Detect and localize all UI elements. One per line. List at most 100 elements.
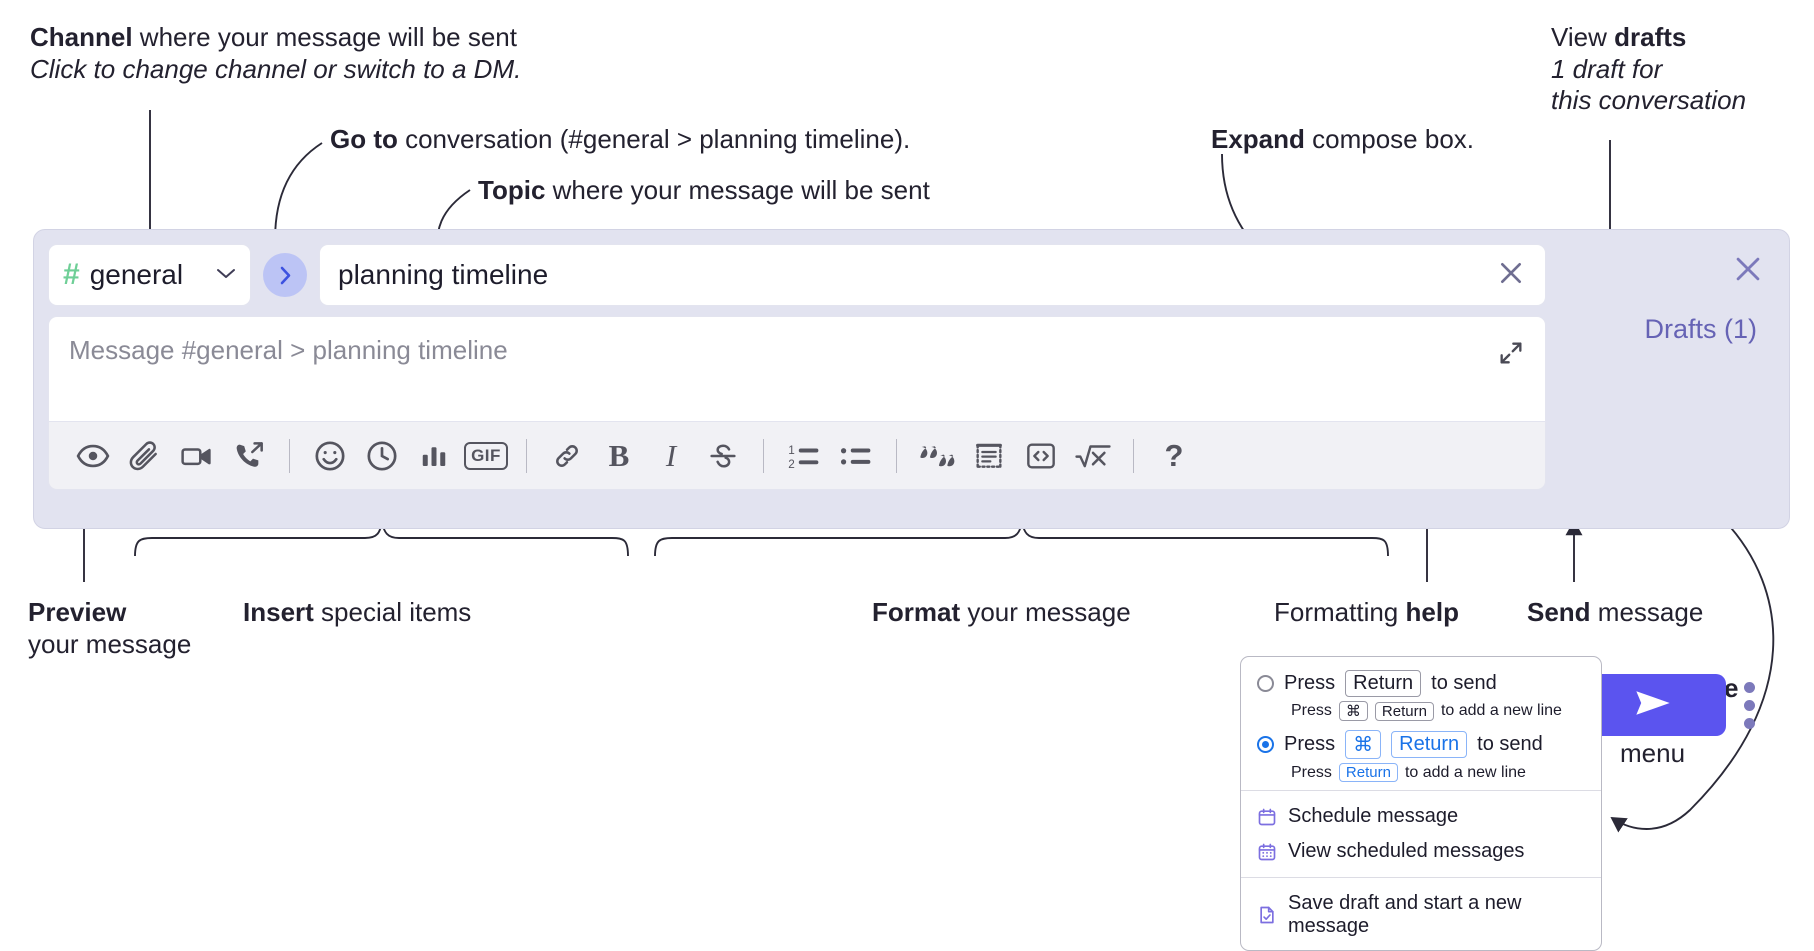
topic-input[interactable]: planning timeline xyxy=(319,244,1546,306)
annotation-drafts-sub2: this conversation xyxy=(1551,85,1747,116)
option-press-label: Press xyxy=(1284,733,1336,755)
key-command: ⌘ xyxy=(1345,730,1382,759)
option-tail-label: to send xyxy=(1477,733,1543,755)
annotation-preview-sub: your message xyxy=(28,628,192,659)
kebab-dot xyxy=(1744,718,1755,729)
key-command: ⌘ xyxy=(1338,701,1368,721)
option-sub-press: Press xyxy=(1291,702,1332,719)
annotation-drafts: View drafts 1 draft for this conversatio… xyxy=(1551,22,1746,117)
annotation-send-rest: message xyxy=(1590,597,1704,627)
annotation-topic-rest: where your message will be sent xyxy=(545,175,930,205)
menu-item-save-draft[interactable]: Save draft and start a new message xyxy=(1241,886,1601,944)
menu-item-schedule-message[interactable]: Schedule message xyxy=(1241,799,1601,834)
audio-clip-icon[interactable] xyxy=(223,430,275,482)
menu-item-view-scheduled[interactable]: View scheduled messages xyxy=(1241,834,1601,869)
send-option-cmd-return-sub: Press Return to add a new line xyxy=(1291,763,1585,782)
formatting-help-icon[interactable]: ? xyxy=(1148,430,1200,482)
save-draft-icon xyxy=(1257,905,1277,925)
send-option-cmd-return[interactable]: Press ⌘ Return to send Press Return to a… xyxy=(1241,727,1601,782)
annotation-insert: Insert special items xyxy=(243,597,471,629)
compose-options-button[interactable] xyxy=(1744,682,1755,729)
annotation-preview: Preview your message xyxy=(28,597,191,660)
message-input[interactable]: Message #general > planning timeline xyxy=(48,316,1546,422)
poll-icon[interactable] xyxy=(408,430,460,482)
send-option-return-main: Press Return to send xyxy=(1257,670,1585,697)
code-block-icon[interactable] xyxy=(963,430,1015,482)
annotation-channel-sub: Click to change channel or switch to a D… xyxy=(30,53,522,84)
preview-icon[interactable] xyxy=(67,430,119,482)
annotation-format: Format your message xyxy=(872,597,1131,629)
bold-icon[interactable]: B xyxy=(593,430,645,482)
channel-name: general xyxy=(89,259,184,290)
annotation-format-bold: Format xyxy=(872,597,961,627)
annotation-drafts-bold: drafts xyxy=(1614,22,1687,52)
channel-selector[interactable]: # general xyxy=(48,244,251,306)
radio-selected-icon[interactable] xyxy=(1257,736,1274,753)
compose-header-row: # general planning timeline xyxy=(48,244,1546,306)
expand-icon[interactable] xyxy=(1497,339,1525,372)
annotation-preview-bold: Preview xyxy=(28,597,127,627)
option-sub-press: Press xyxy=(1291,763,1332,781)
italic-icon[interactable]: I xyxy=(645,430,697,482)
emoji-icon[interactable] xyxy=(304,430,356,482)
annotation-goto-bold: Go to xyxy=(330,124,398,154)
bold-label: B xyxy=(608,437,630,473)
send-option-return-sub: Press ⌘ Return to add a new line xyxy=(1291,701,1585,721)
strikethrough-icon[interactable] xyxy=(697,430,749,482)
annotation-compose-rest: menu xyxy=(1620,738,1686,768)
menu-divider xyxy=(1241,877,1601,878)
message-placeholder: Message #general > planning timeline xyxy=(69,335,508,365)
annotation-channel-rest: where your message will be sent xyxy=(132,22,517,52)
annotation-channel: Channel where your message will be sent … xyxy=(30,22,521,85)
kebab-dot xyxy=(1744,682,1755,693)
toolbar-separator xyxy=(896,438,897,473)
inline-code-icon[interactable] xyxy=(1015,430,1067,482)
send-option-cmd-return-main: Press ⌘ Return to send xyxy=(1257,730,1585,759)
svg-text:1: 1 xyxy=(788,444,795,457)
annotation-goto-rest: conversation (#general > planning timeli… xyxy=(397,124,911,154)
send-option-return[interactable]: Press Return to send Press ⌘ Return to a… xyxy=(1241,667,1601,721)
kebab-dot xyxy=(1744,700,1755,711)
annotation-drafts-pre: View xyxy=(1551,22,1615,52)
annotation-drafts-sub1: 1 draft for xyxy=(1551,53,1663,84)
bulleted-list-icon[interactable] xyxy=(830,430,882,482)
annotation-topic: Topic where your message will be sent xyxy=(478,175,930,207)
gif-icon[interactable]: GIF xyxy=(460,430,512,482)
menu-item-label: View scheduled messages xyxy=(1288,840,1525,862)
ordered-list-icon[interactable]: 1 2 xyxy=(778,430,830,482)
video-clip-icon[interactable] xyxy=(171,430,223,482)
send-icon xyxy=(1628,686,1678,725)
option-tail-label: to send xyxy=(1431,672,1497,694)
key-return: Return xyxy=(1338,763,1398,782)
clear-topic-button[interactable] xyxy=(1495,257,1527,294)
menu-item-label: Save draft and start a new message xyxy=(1288,892,1522,937)
annotation-send: Send message xyxy=(1527,597,1703,629)
annotation-format-rest: your message xyxy=(960,597,1131,627)
goto-conversation-button[interactable] xyxy=(263,253,307,297)
schedule-clock-icon[interactable] xyxy=(356,430,408,482)
radio-unselected-icon[interactable] xyxy=(1257,675,1274,692)
annotation-help-pre: Formatting xyxy=(1274,597,1406,627)
help-label: ? xyxy=(1164,437,1184,473)
chevron-right-icon xyxy=(277,265,294,286)
attachment-icon[interactable] xyxy=(119,430,171,482)
gif-label: GIF xyxy=(464,441,508,470)
option-sub-tail: to add a new line xyxy=(1404,763,1526,781)
blockquote-icon[interactable] xyxy=(911,430,963,482)
menu-divider xyxy=(1241,790,1601,791)
toolbar-separator xyxy=(763,438,764,473)
annotation-insert-bold: Insert xyxy=(243,597,314,627)
toolbar-separator xyxy=(1133,438,1134,473)
annotation-help-bold: help xyxy=(1405,597,1459,627)
math-icon[interactable] xyxy=(1067,430,1119,482)
annotation-channel-bold: Channel xyxy=(30,22,133,52)
drafts-link[interactable]: Drafts (1) xyxy=(1644,314,1757,344)
annotation-insert-rest: special items xyxy=(313,597,472,627)
link-icon[interactable] xyxy=(541,430,593,482)
compose-options-menu: Press Return to send Press ⌘ Return to a… xyxy=(1240,656,1602,951)
topic-value: planning timeline xyxy=(338,259,549,290)
send-message-button[interactable] xyxy=(1580,674,1726,736)
menu-item-label: Schedule message xyxy=(1288,805,1459,827)
close-compose-button[interactable] xyxy=(1731,252,1765,291)
